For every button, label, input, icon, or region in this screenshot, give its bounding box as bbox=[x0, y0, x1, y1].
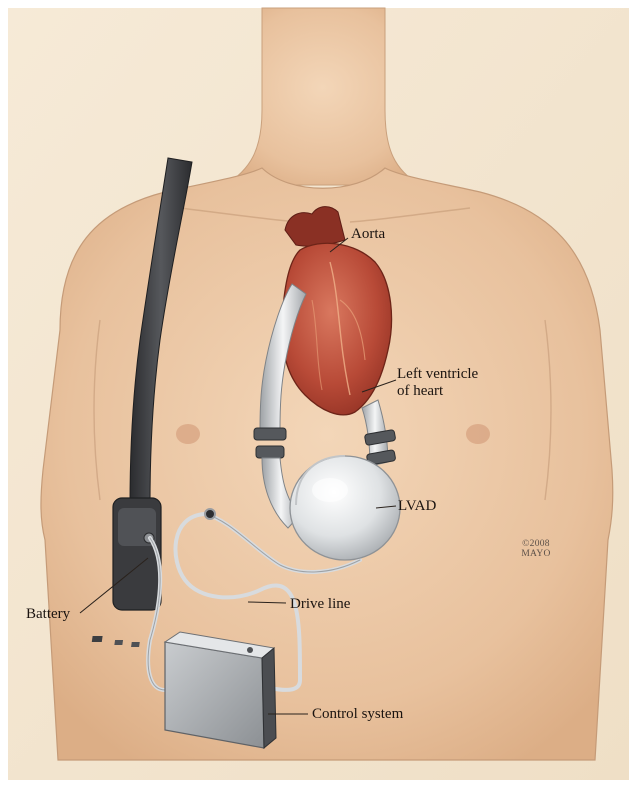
label-lvad: LVAD bbox=[398, 498, 436, 515]
label-control-system: Control system bbox=[312, 706, 403, 723]
label-drive-line: Drive line bbox=[290, 596, 350, 613]
right-nipple bbox=[466, 424, 490, 444]
label-battery: Battery bbox=[26, 606, 70, 623]
lvad-pump-icon bbox=[290, 456, 400, 560]
copyright-owner: MAYO bbox=[516, 549, 556, 559]
drive-line-port bbox=[205, 509, 215, 519]
copyright-year: ©2008 bbox=[516, 539, 556, 549]
label-aorta: Aorta bbox=[351, 226, 385, 243]
label-left-ventricle-line2: of heart bbox=[397, 383, 443, 400]
left-nipple bbox=[176, 424, 200, 444]
label-left-ventricle-line1: Left ventricle bbox=[397, 366, 478, 383]
battery-pack-icon bbox=[113, 498, 161, 610]
